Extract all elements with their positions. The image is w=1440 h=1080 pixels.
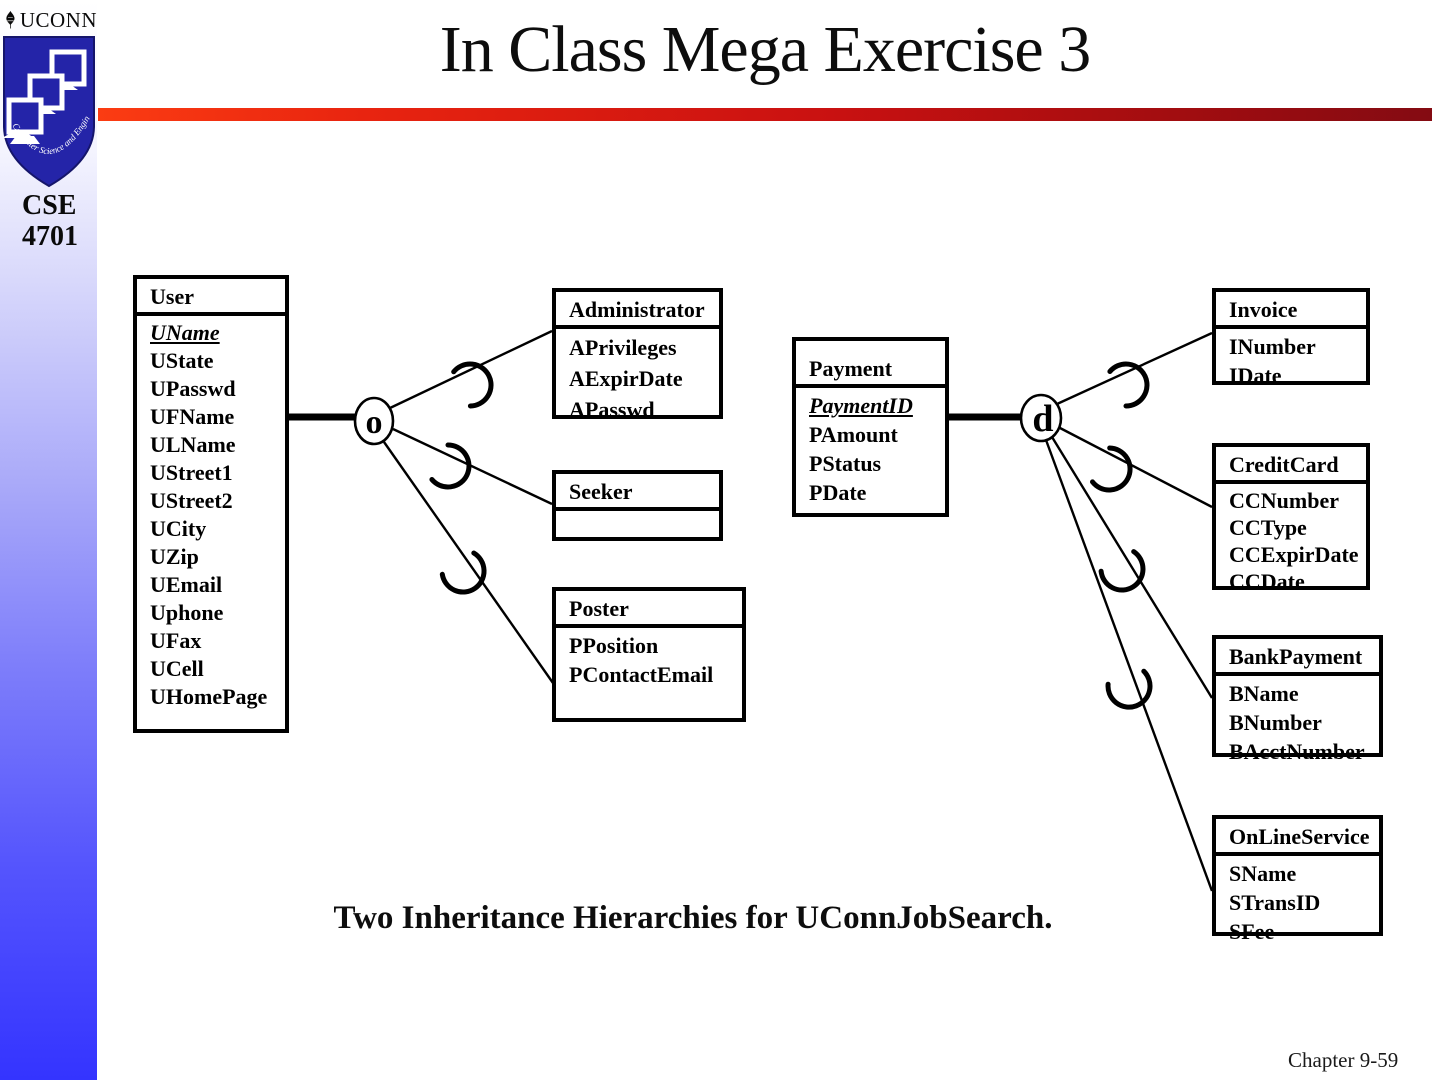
attribute: UFax bbox=[150, 628, 202, 653]
attribute: PContactEmail bbox=[569, 662, 714, 687]
subset-symbol-arc bbox=[1105, 668, 1153, 710]
subclass-line-invoice bbox=[1056, 331, 1213, 406]
attribute: CCExpirDate bbox=[1229, 542, 1359, 567]
attribute: Uphone bbox=[150, 600, 224, 625]
key-attribute: UName bbox=[150, 320, 220, 345]
overlap-circle-letter: o bbox=[366, 404, 383, 441]
subset-symbol-arc bbox=[1098, 549, 1146, 593]
computer-monitors-icon bbox=[2, 49, 87, 144]
title-accent-rule bbox=[98, 108, 1432, 121]
attribute: IDate bbox=[1229, 363, 1282, 388]
subset-symbol-arc bbox=[1107, 361, 1150, 409]
disjoint-specialization-circle bbox=[1019, 393, 1063, 443]
attribute: PAmount bbox=[809, 422, 898, 447]
page-title: In Class Mega Exercise 3 bbox=[439, 13, 1091, 86]
attribute: SFee bbox=[1229, 919, 1275, 944]
entity-name: OnLineService bbox=[1216, 819, 1379, 856]
cse-shield-logo: Computer Science and Engineering bbox=[2, 36, 95, 188]
attribute: UPasswd bbox=[150, 376, 236, 401]
attribute: PDate bbox=[809, 480, 867, 505]
attribute: SName bbox=[1229, 861, 1297, 886]
subclass-line-onlineservice bbox=[1044, 439, 1214, 892]
attribute: BName bbox=[1229, 681, 1299, 706]
disjoint-circle-letter: d bbox=[1032, 398, 1053, 440]
attribute: AExpirDate bbox=[569, 366, 683, 391]
entity-name: Administrator bbox=[556, 292, 719, 329]
attribute: CCType bbox=[1229, 515, 1307, 540]
attribute: UCell bbox=[150, 656, 204, 681]
entity-name: CreditCard bbox=[1216, 447, 1366, 484]
attribute: UZip bbox=[150, 544, 199, 569]
attribute: CCNumber bbox=[1229, 488, 1339, 513]
overlap-specialization-circle bbox=[353, 396, 395, 446]
attribute: UEmail bbox=[150, 572, 223, 597]
subset-symbol-arc bbox=[429, 442, 472, 490]
subclass-line-creditcard bbox=[1059, 426, 1213, 509]
attribute: UState bbox=[150, 348, 214, 373]
course-line1: CSE bbox=[22, 190, 77, 221]
attribute: UStreet1 bbox=[150, 460, 233, 485]
subclass-line-bankpayment bbox=[1050, 436, 1214, 699]
attribute: UStreet2 bbox=[150, 488, 233, 513]
course-line2: 4701 bbox=[22, 221, 78, 252]
attribute: STransID bbox=[1229, 890, 1321, 915]
subset-symbol-arc bbox=[1090, 445, 1133, 493]
attribute: ULName bbox=[150, 432, 236, 457]
subclass-line-poster bbox=[383, 441, 554, 684]
attribute: PStatus bbox=[809, 451, 882, 476]
attribute: BNumber bbox=[1229, 710, 1322, 735]
page-number: Chapter 9-59 bbox=[1288, 1048, 1399, 1072]
subset-symbol-arc bbox=[439, 550, 487, 595]
entity-name: Poster bbox=[556, 591, 742, 628]
entity-name: BankPayment bbox=[1216, 639, 1379, 676]
subclass-line-seeker bbox=[392, 427, 553, 506]
attribute: UCity bbox=[150, 516, 207, 541]
key-attribute: PaymentID bbox=[809, 393, 913, 418]
uconn-wordmark: UCONN bbox=[4, 6, 97, 34]
attribute: APasswd bbox=[569, 397, 655, 422]
attribute: CCDate bbox=[1229, 569, 1305, 594]
entity-name: Seeker bbox=[556, 474, 719, 511]
attribute: INumber bbox=[1229, 334, 1316, 359]
oak-leaf-icon bbox=[5, 9, 16, 30]
entity-name: Payment bbox=[796, 341, 945, 388]
attribute: UFName bbox=[150, 404, 235, 429]
entity-seeker: Seeker bbox=[552, 470, 723, 541]
figure-caption: Two Inheritance Hierarchies for UConnJob… bbox=[333, 900, 1053, 936]
attribute: APrivileges bbox=[569, 335, 677, 360]
entity-name: User bbox=[137, 279, 285, 316]
attribute: PPosition bbox=[569, 633, 659, 658]
sidebar: UCONN Computer Science and Engineering C… bbox=[0, 0, 97, 1080]
course-label: CSE 4701 bbox=[22, 190, 78, 252]
attribute: BAcctNumber bbox=[1229, 739, 1365, 764]
attribute: UHomePage bbox=[150, 684, 268, 709]
subclass-line-administrator bbox=[389, 329, 553, 410]
subset-symbol-arc bbox=[451, 361, 494, 409]
uconn-wordmark-text: UCONN bbox=[19, 7, 97, 32]
entity-name: Invoice bbox=[1216, 292, 1366, 329]
